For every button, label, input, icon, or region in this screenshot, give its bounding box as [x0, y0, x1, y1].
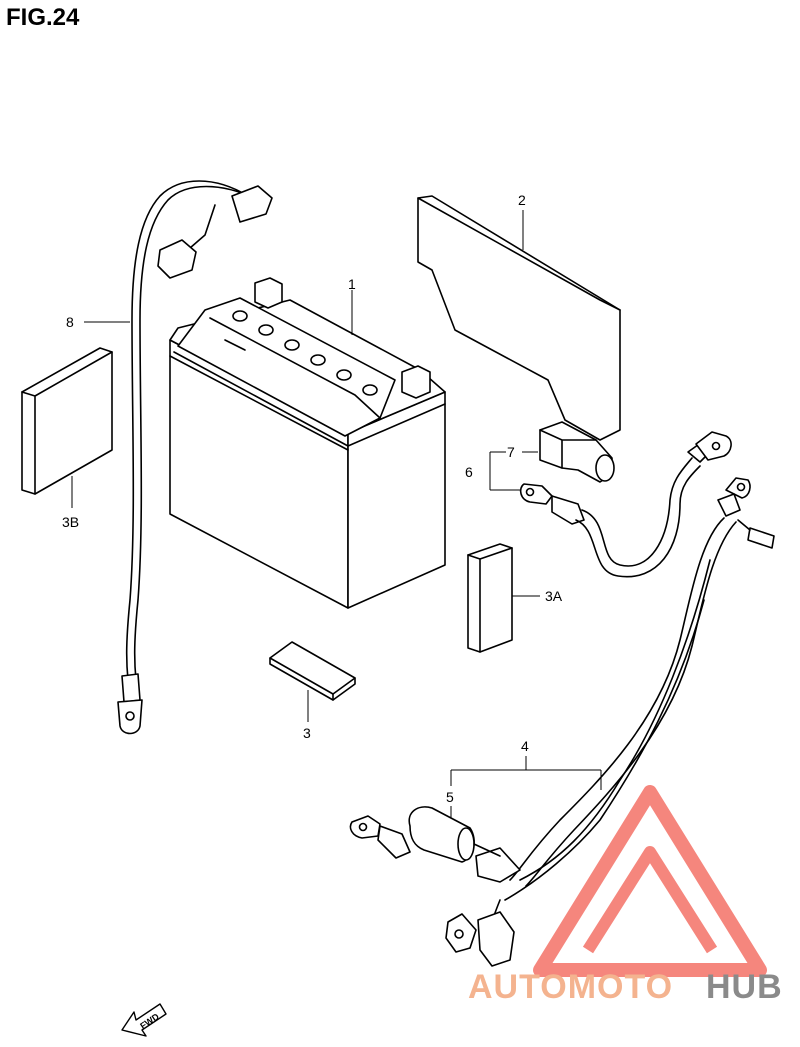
pad-3b[interactable]	[21, 347, 113, 495]
automotohub-logo	[533, 785, 767, 977]
pad-3a[interactable]	[467, 543, 513, 653]
watermark-text-hub: HUB	[706, 968, 783, 1006]
watermark-text-automoto: AUTOMOTO	[468, 968, 673, 1006]
callout-7: 7	[507, 444, 515, 460]
callout-1: 1	[348, 276, 356, 292]
callout-6: 6	[465, 464, 473, 480]
callout-3: 3	[303, 725, 311, 741]
fwd-arrow-icon: FWD	[121, 1003, 167, 1037]
battery-cable-6[interactable]	[519, 431, 732, 578]
callout-2: 2	[518, 192, 526, 208]
pad-3[interactable]	[269, 641, 356, 701]
battery-cover-plate[interactable]	[417, 195, 621, 441]
starter-cable-4[interactable]	[445, 477, 775, 967]
callout-8: 8	[66, 314, 74, 330]
figure-title: FIG.24	[6, 4, 80, 31]
callout-5: 5	[446, 789, 454, 805]
battery[interactable]	[169, 277, 446, 609]
terminal-cover-7[interactable]	[539, 421, 615, 483]
cable-boot-5[interactable]	[349, 806, 501, 863]
callout-4: 4	[521, 738, 529, 754]
harness-lead-8[interactable]	[117, 180, 273, 735]
callout-3a: 3A	[545, 588, 563, 604]
callout-3b: 3B	[62, 514, 79, 530]
